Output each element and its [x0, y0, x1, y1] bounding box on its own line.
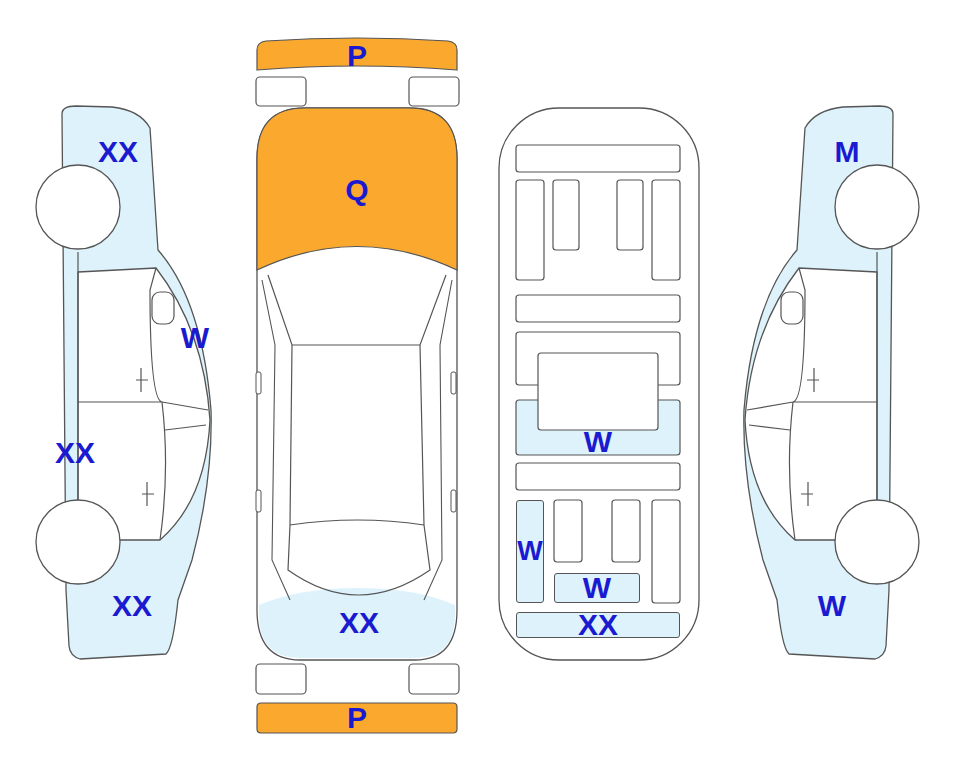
- damage-code: Q: [345, 175, 368, 205]
- bumper-panel: P: [257, 703, 457, 733]
- damage-code: P: [347, 41, 367, 71]
- damage-code: W: [517, 538, 542, 565]
- bumper-panel: P: [257, 38, 457, 72]
- underbody-panel: W: [554, 573, 640, 603]
- damage-code: P: [347, 703, 367, 733]
- damage-code: XX: [112, 591, 152, 621]
- underbody-panel: W: [516, 428, 680, 456]
- damage-code: W: [583, 573, 611, 603]
- underbody-panel: W: [516, 500, 544, 603]
- hood-panel: Q: [257, 108, 457, 270]
- damage-code: W: [181, 323, 209, 353]
- underbody-panel: XX: [516, 612, 680, 638]
- damage-code: M: [835, 137, 860, 167]
- damage-code: XX: [339, 608, 379, 638]
- damage-code: XX: [55, 438, 95, 468]
- damage-code: XX: [98, 137, 138, 167]
- damage-code: XX: [578, 610, 618, 640]
- damage-code: W: [584, 427, 612, 457]
- damage-code: W: [818, 591, 846, 621]
